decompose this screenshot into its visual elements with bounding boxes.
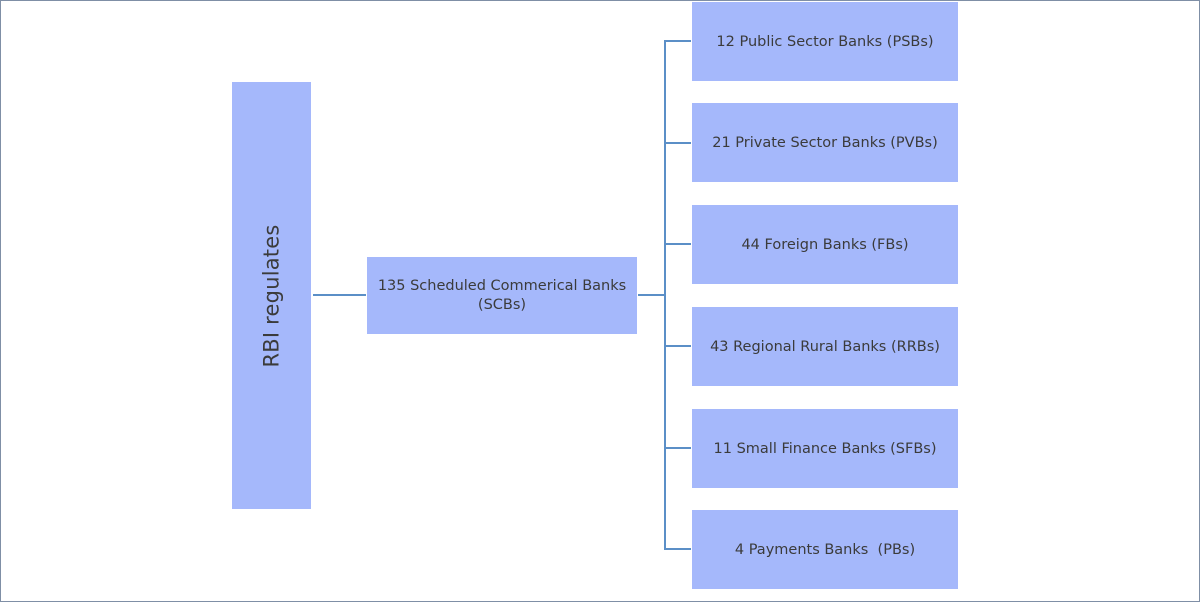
middle-node-line1: 135 Scheduled Commerical Banks <box>377 277 627 294</box>
root-node-label: RBI regulates <box>259 224 284 367</box>
root-node-rbi: RBI regulates <box>232 82 311 509</box>
bank-node-label: 4 Payments Banks (PBs) <box>734 541 916 558</box>
bank-node-label: 11 Small Finance Banks (SFBs) <box>713 440 937 457</box>
middle-node-scb: 135 Scheduled Commerical Banks (SCBs) <box>367 257 637 334</box>
bank-node-pvb: 21 Private Sector Banks (PVBs) <box>692 103 958 182</box>
middle-node-line2: (SCBs) <box>477 296 527 313</box>
bank-node-psb: 12 Public Sector Banks (PSBs) <box>692 2 958 81</box>
bank-node-fb: 44 Foreign Banks (FBs) <box>692 205 958 284</box>
bank-node-label: 21 Private Sector Banks (PVBs) <box>712 134 938 151</box>
bank-node-label: 12 Public Sector Banks (PSBs) <box>716 33 934 50</box>
bank-node-sfb: 11 Small Finance Banks (SFBs) <box>692 409 958 488</box>
bank-node-label: 43 Regional Rural Banks (RRBs) <box>710 338 940 355</box>
bank-node-rrb: 43 Regional Rural Banks (RRBs) <box>692 307 958 386</box>
bank-node-pb: 4 Payments Banks (PBs) <box>692 510 958 589</box>
middle-node-text: 135 Scheduled Commerical Banks (SCBs) <box>378 277 626 315</box>
bank-node-label: 44 Foreign Banks (FBs) <box>741 236 909 253</box>
